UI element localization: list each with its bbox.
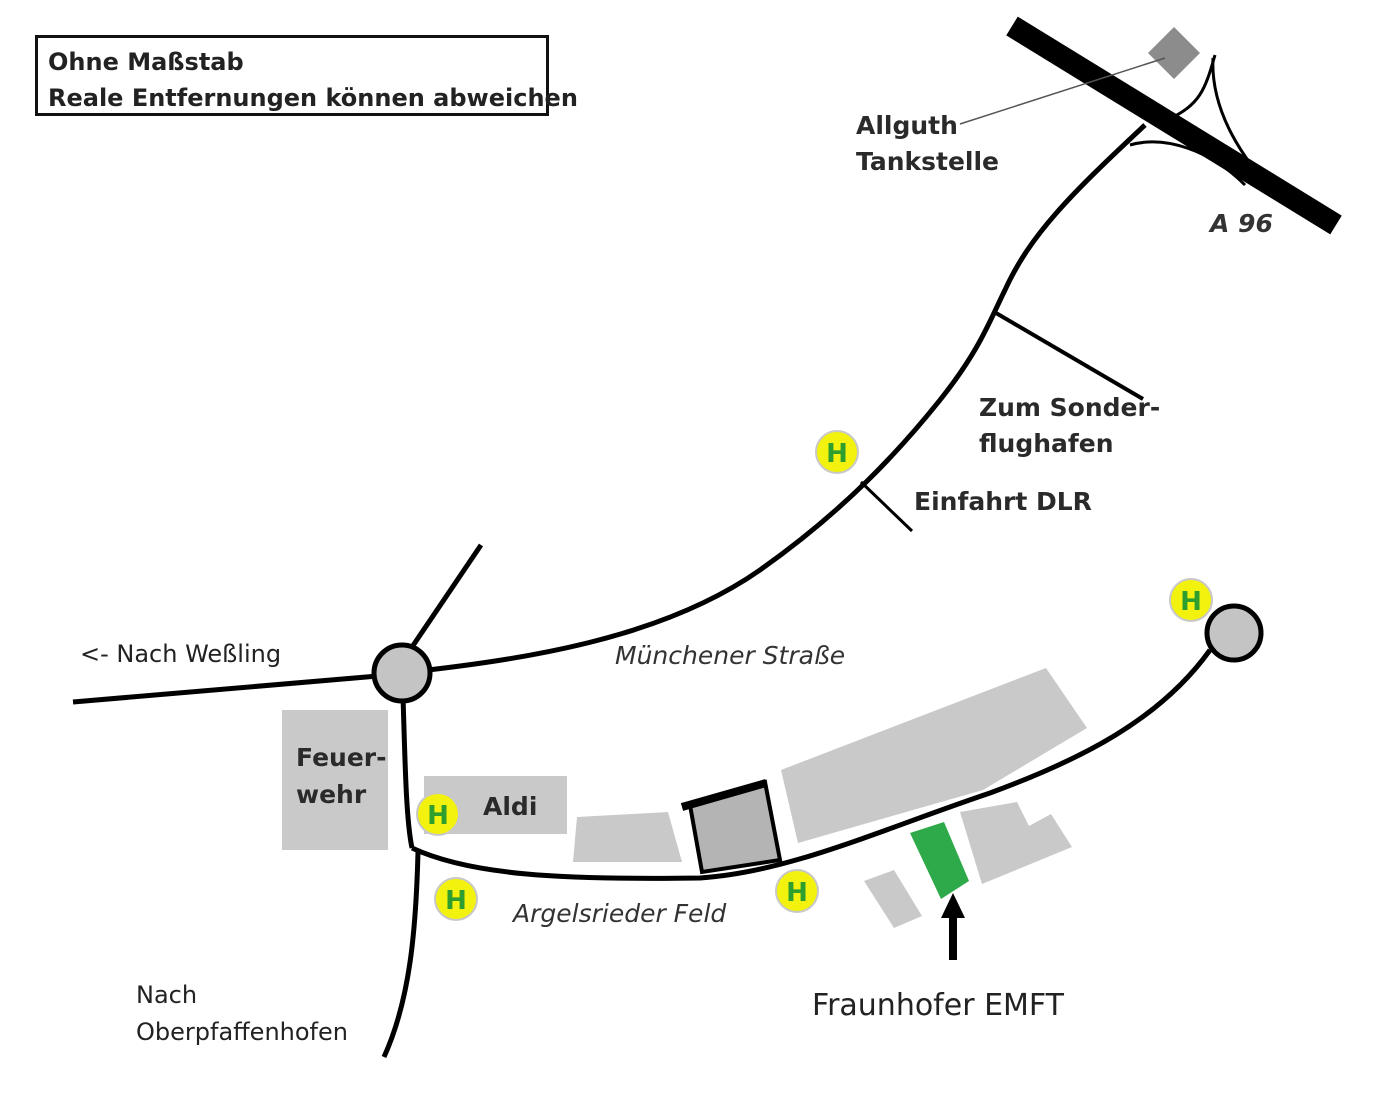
disclaimer-line: Reale Entfernungen können abweichen — [48, 84, 578, 112]
dlr-entrance-label: Einfahrt DLR — [914, 487, 1092, 516]
to-oberpfaffenhofen-label: Nach — [136, 981, 197, 1009]
aldi-label: Aldi — [483, 792, 537, 821]
fraunhofer-emft-building — [910, 822, 969, 899]
bus-stop-marker: H — [775, 869, 819, 913]
fire-station-label: wehr — [296, 780, 367, 809]
svg-text:H: H — [445, 886, 467, 916]
gas-station-pointer — [959, 57, 1166, 125]
street-label-argelsrieder: Argelsrieder Feld — [511, 899, 726, 928]
bus-stop-marker: H — [815, 430, 859, 474]
airfield-label: flughafen — [979, 429, 1114, 458]
svg-text:H: H — [826, 439, 848, 469]
destination-label: Fraunhofer EMFT — [812, 988, 1065, 1023]
fire-station-label: Feuer- — [296, 743, 386, 772]
svg-text:H: H — [1180, 587, 1202, 617]
gas-station-marker — [1148, 27, 1200, 79]
svg-text:H: H — [786, 878, 808, 908]
bus-stop-marker: H — [434, 877, 478, 921]
gas-station-label: Allguth — [856, 111, 958, 140]
road-south-segment — [400, 695, 415, 849]
road-sonderflughafen — [994, 311, 1145, 401]
building-east — [960, 802, 1072, 884]
road-to-oberpfaffenhofen — [381, 851, 421, 1059]
road-einfahrt-dlr — [859, 480, 914, 533]
building-large-east — [781, 668, 1087, 843]
motorway-ramp-east — [1211, 57, 1270, 187]
road-to-wessling — [72, 673, 379, 705]
svg-text:H: H — [427, 801, 449, 831]
roundabout-east — [1204, 603, 1264, 663]
street-label-muenchener: Münchener Straße — [615, 641, 845, 670]
gas-station-label: Tankstelle — [856, 147, 999, 176]
bus-stop-marker: H — [416, 792, 460, 836]
to-wessling-label: <- Nach Weßling — [80, 640, 281, 668]
building-central-roof — [680, 779, 768, 811]
motorway-a96 — [1006, 16, 1342, 235]
road-argelsrieder-feld — [410, 648, 1213, 881]
scale-disclaimer-box: Ohne Maßstab Reale Entfernungen können a… — [35, 35, 578, 116]
bus-stop-marker: H — [1169, 578, 1213, 622]
motorway-ramp-south — [1129, 140, 1247, 187]
building-west — [573, 812, 682, 862]
road-muenchener-strasse — [401, 123, 1147, 676]
roundabout-main — [371, 642, 433, 704]
to-oberpfaffenhofen-label: Oberpfaffenhofen — [136, 1018, 348, 1046]
motorway-label: A 96 — [1208, 209, 1273, 238]
road-north-branch — [407, 543, 484, 652]
building-small-south — [864, 870, 922, 928]
destination-arrow-head — [941, 893, 965, 918]
airfield-label: Zum Sonder- — [979, 393, 1160, 422]
fire-station-building — [282, 710, 388, 850]
disclaimer-line: Ohne Maßstab — [48, 48, 244, 76]
